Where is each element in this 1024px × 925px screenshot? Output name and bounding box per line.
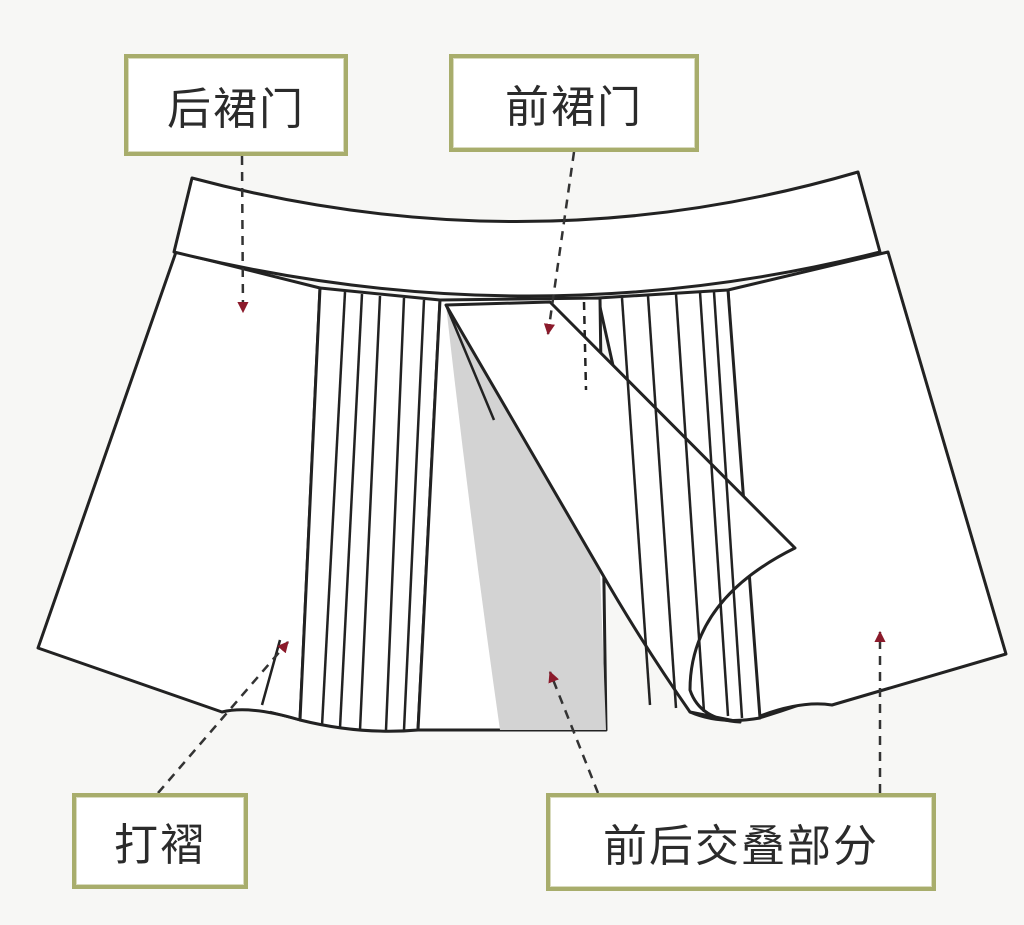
back-panel-arrow	[237, 155, 249, 314]
skirt-drawing	[36, 170, 1008, 733]
front-flap-shape	[444, 300, 797, 724]
front-edge-dash	[582, 301, 588, 391]
waistband-shape	[172, 170, 882, 298]
pleat-lines	[260, 291, 801, 731]
pleats-arrow	[157, 641, 289, 794]
back-panel-label: 后裙门	[124, 54, 348, 156]
overlap-shade	[446, 305, 606, 730]
leader-lines	[157, 151, 886, 794]
front-panel-label: 前裙门	[449, 54, 699, 152]
pleats-label: 打褶	[72, 793, 248, 889]
overlap-arrow	[548, 670, 600, 794]
right-panel-shape	[726, 250, 1008, 720]
overlap-label: 前后交叠部分	[546, 793, 936, 891]
